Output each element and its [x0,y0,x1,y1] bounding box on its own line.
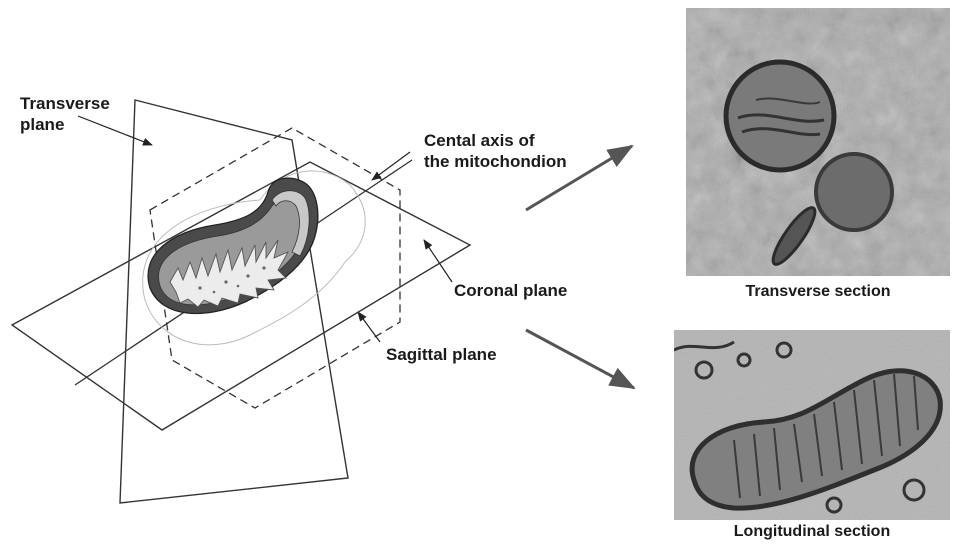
coronal-plane-label: Coronal plane [454,280,567,301]
transverse-section-micrograph [686,8,950,276]
arrow-to-longitudinal-section [526,330,634,388]
central-axis-label: Cental axis of the mitochondion [424,130,567,172]
longitudinal-section-micrograph [674,330,950,520]
longitudinal-section-caption: Longitudinal section [674,523,950,541]
transverse-section-caption: Transverse section [686,283,950,301]
mitochondrion-cutaway [148,178,318,313]
coronal-plane-pointer [424,240,452,282]
sagittal-plane-pointer [358,312,380,342]
sagittal-plane-label: Sagittal plane [386,344,497,365]
transverse-plane-label: Transverse plane [20,93,110,135]
central-axis-pointer [372,152,410,180]
